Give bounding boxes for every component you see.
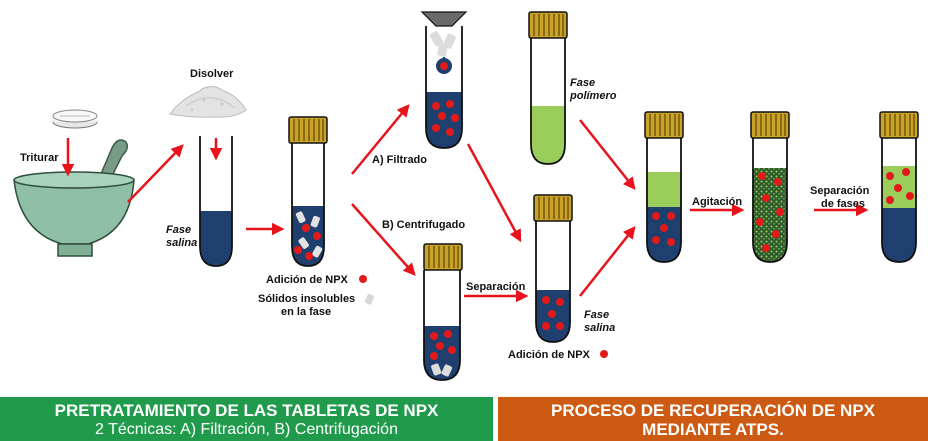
banner-recuperacion: PROCESO DE RECUPERACIÓN DE NPX MEDIANTE …	[498, 397, 928, 441]
arrow-to-powder	[127, 144, 184, 203]
tube-centrifugacion	[423, 243, 463, 381]
banner-right-subtitle: MEDIANTE ATPS.	[642, 420, 784, 439]
tube-fase-salina-npx	[533, 194, 573, 343]
tube-fase-polimero	[528, 11, 568, 165]
tube-fases-separadas	[879, 111, 919, 263]
label-separacion-fases-1: Separación	[810, 185, 870, 197]
label-fase-salina-1: Fase	[166, 224, 191, 236]
label-solidos-2: en la fase	[281, 306, 331, 318]
solid-legend-icon	[364, 293, 375, 305]
label-fase-polimero-2: polímero	[569, 90, 617, 102]
mortar-and-pestle-icon	[13, 109, 135, 257]
tube-npx-solidos	[288, 116, 328, 267]
label-triturar: Triturar	[20, 152, 59, 164]
label-fase-salina-1b: salina	[166, 237, 197, 249]
label-adicion-npx-1: Adición de NPX	[266, 274, 349, 286]
tube-filtracion	[420, 11, 468, 149]
label-fase-salina-2b: salina	[584, 322, 615, 334]
label-filtrado: A) Filtrado	[372, 154, 427, 166]
label-disolver: Disolver	[190, 68, 234, 80]
label-separacion: Separación	[466, 281, 526, 293]
label-fase-salina-2: Fase	[584, 309, 609, 321]
npx-legend-icon	[359, 275, 367, 283]
arrow-salina-to-atps	[579, 226, 636, 297]
label-agitacion: Agitación	[692, 196, 742, 208]
label-solidos-1: Sólidos insolubles	[258, 293, 355, 305]
arrow-polimero-to-atps	[579, 119, 636, 190]
label-centrifugado: B) Centrifugado	[382, 219, 465, 231]
npx-legend-icon-2	[600, 350, 608, 358]
label-fase-polimero-1: Fase	[570, 77, 595, 89]
arrow-to-filtrado	[351, 104, 410, 175]
banner-pretratamiento: PRETRATAMIENTO DE LAS TABLETAS DE NPX 2 …	[0, 397, 493, 441]
label-adicion-npx-2: Adición de NPX	[508, 349, 591, 361]
powder-icon	[169, 86, 247, 118]
arrow-to-centrifugado	[351, 203, 416, 276]
tube-atps-inicial	[644, 111, 684, 263]
arrow-filtrado-to-salina	[466, 143, 522, 243]
label-separacion-fases-2: de fases	[821, 198, 865, 210]
tube-fase-salina	[199, 136, 233, 267]
banner-left-title: PRETRATAMIENTO DE LAS TABLETAS DE NPX	[54, 401, 439, 420]
banner-right-title: PROCESO DE RECUPERACIÓN DE NPX	[551, 401, 875, 420]
tube-agitacion	[750, 111, 790, 263]
banner-left-subtitle: 2 Técnicas: A) Filtración, B) Centrifuga…	[95, 421, 398, 438]
